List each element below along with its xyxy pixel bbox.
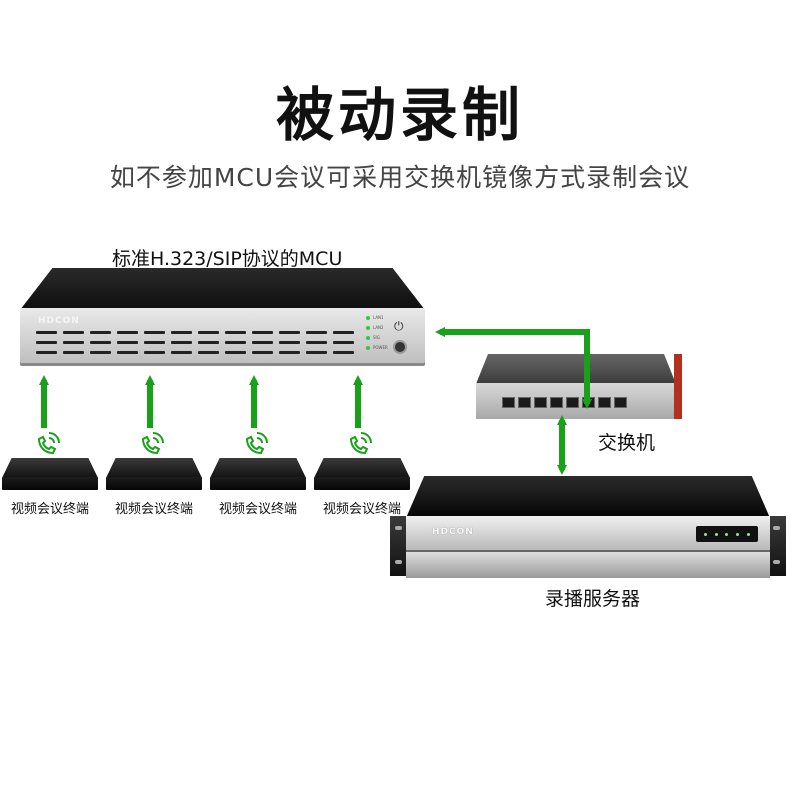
mcu-vent-row-2	[36, 341, 354, 344]
server-front: HDCON	[406, 516, 770, 550]
phone-wifi-icon	[245, 432, 268, 455]
mcu-vent-row-1	[36, 331, 354, 334]
terminal-1: 视频会议终端	[0, 430, 100, 520]
mcu-led-lan2	[366, 326, 370, 330]
mcu-led-lan1	[366, 316, 370, 320]
server-top	[406, 476, 770, 518]
mcu-vent-row-3	[36, 351, 354, 354]
switch-side-accent	[674, 354, 682, 419]
terminal-device	[210, 458, 306, 492]
terminal-3: 视频会议终端	[208, 430, 308, 520]
mcu-led-label-lan1: LAN1	[373, 315, 384, 320]
recording-server-device: HDCON	[390, 476, 786, 580]
terminal-label: 视频会议终端	[322, 502, 401, 517]
page-subtitle: 如不参加MCU会议可采用交换机镜像方式录制会议	[109, 163, 691, 192]
terminal-4: 视频会议终端	[312, 430, 412, 520]
server-label: 录播服务器	[545, 588, 641, 610]
mcu-led-sig	[366, 336, 370, 340]
power-knob	[393, 340, 407, 354]
terminal-label: 视频会议终端	[218, 502, 297, 517]
mcu-label: 标准H.323/SIP协议的MCU	[112, 248, 343, 270]
phone-wifi-icon	[37, 432, 60, 455]
mcu-brand-logo: HDCON	[38, 316, 80, 326]
mcu-led-label-power: POWER	[373, 345, 388, 350]
server-rack-ear-left	[390, 516, 408, 576]
server-control-panel	[696, 526, 758, 542]
terminal-device	[2, 458, 98, 492]
terminal-device	[314, 458, 410, 492]
mcu-led-label-lan2: LAN2	[373, 325, 384, 330]
server-rack-ear-right	[768, 516, 786, 576]
terminal-device	[106, 458, 202, 492]
terminal-label: 视频会议终端	[10, 502, 89, 517]
mcu-top-cover	[20, 268, 425, 310]
arrow-mcu-switch	[435, 327, 592, 409]
page-title: 被动录制	[275, 81, 524, 149]
switch-label: 交换机	[598, 432, 656, 454]
terminal-label: 视频会议终端	[114, 502, 193, 517]
phone-wifi-icon	[349, 432, 372, 455]
mcu-led-label-sig: SIG	[373, 335, 380, 340]
mcu-front-panel: HDCON LAN1 LAN2 SIG POWER ⏻	[20, 308, 425, 366]
mcu-device: HDCON LAN1 LAN2 SIG POWER ⏻	[20, 268, 425, 368]
mcu-led-power	[366, 346, 370, 350]
terminal-2: 视频会议终端	[104, 430, 204, 520]
power-icon: ⏻	[394, 319, 404, 333]
server-brand-logo: HDCON	[432, 527, 474, 537]
server-bottom	[406, 550, 770, 578]
phone-wifi-icon	[141, 432, 164, 455]
